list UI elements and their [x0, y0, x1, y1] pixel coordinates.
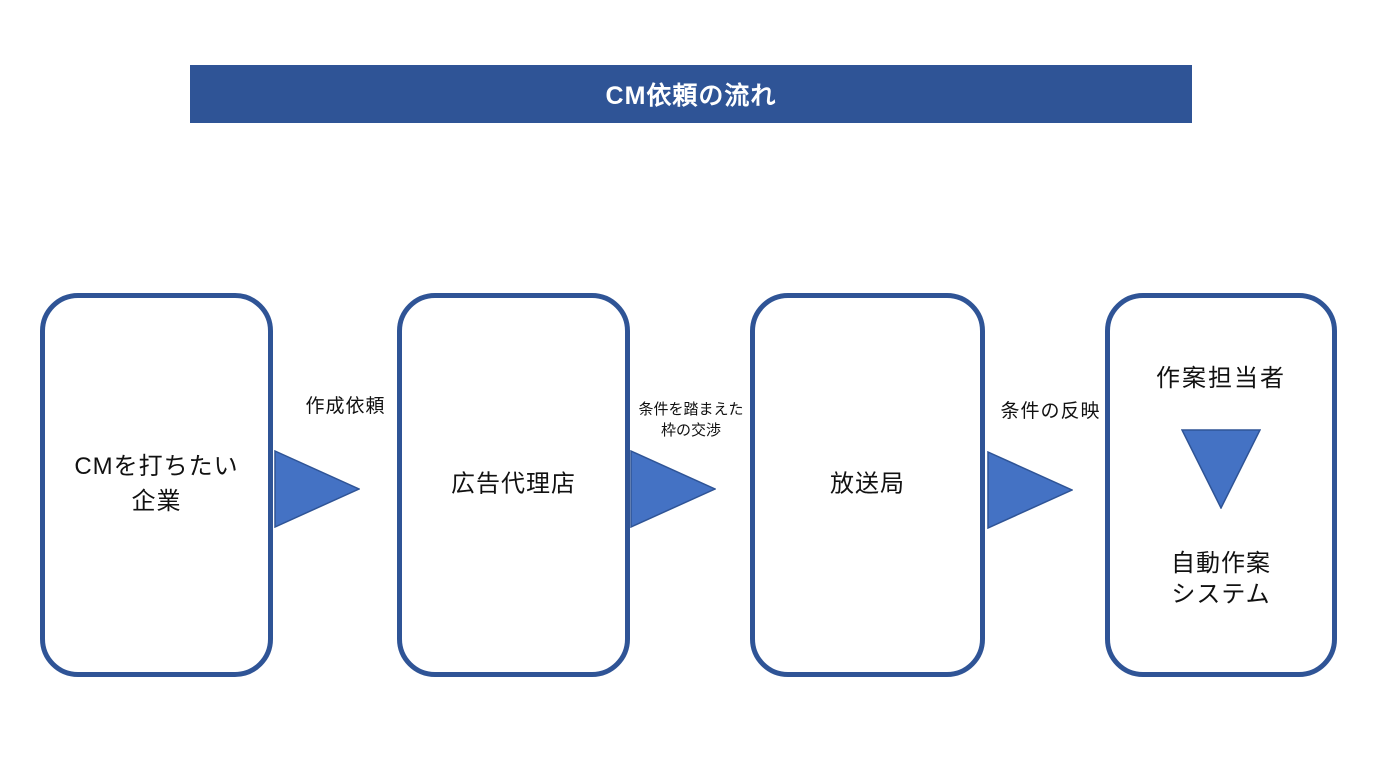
flow-box-label-auto-system: 自動作案 システム: [1110, 548, 1332, 610]
flow-box-ad-agency: 広告代理店: [397, 293, 630, 677]
page-title: CM依頼の流れ: [605, 82, 777, 110]
flow-box-label-planner: 作案担当者: [1156, 365, 1286, 392]
title-banner: CM依頼の流れ: [190, 65, 1192, 123]
flow-box-label-line1: CMを打ちたい: [74, 453, 239, 481]
arrow-label-line2: 枠の交渉: [660, 422, 721, 439]
flow-box-label: 放送局: [830, 470, 905, 498]
flow-box-label: 広告代理店: [451, 470, 576, 498]
flow-box-label-line1: 自動作案: [1171, 550, 1271, 577]
flow-box-planning-system: 作案担当者 自動作案 システム: [1105, 293, 1337, 677]
arrow-label-line1: 条件を踏まえた: [638, 401, 744, 418]
flow-box-label: CMを打ちたい 企業: [45, 450, 268, 520]
flow-box-label-line2: システム: [1171, 581, 1271, 609]
flow-box-advertiser-company: CMを打ちたい 企業: [40, 293, 273, 677]
flow-box-broadcaster: 放送局: [750, 293, 985, 677]
arrow-label-conditions-reflection: 条件の反映: [1000, 401, 1101, 422]
arrow-label-slot-negotiation: 条件を踏まえた 枠の交渉: [621, 399, 761, 441]
arrow-down-icon: [1180, 429, 1262, 510]
arrow-right-icon: [630, 449, 717, 529]
arrow-label-creation-request: 作成依頼: [305, 396, 386, 417]
arrow-right-icon: [274, 449, 361, 529]
flow-box-label-line2: 企業: [131, 488, 182, 515]
arrow-right-icon: [987, 450, 1074, 530]
